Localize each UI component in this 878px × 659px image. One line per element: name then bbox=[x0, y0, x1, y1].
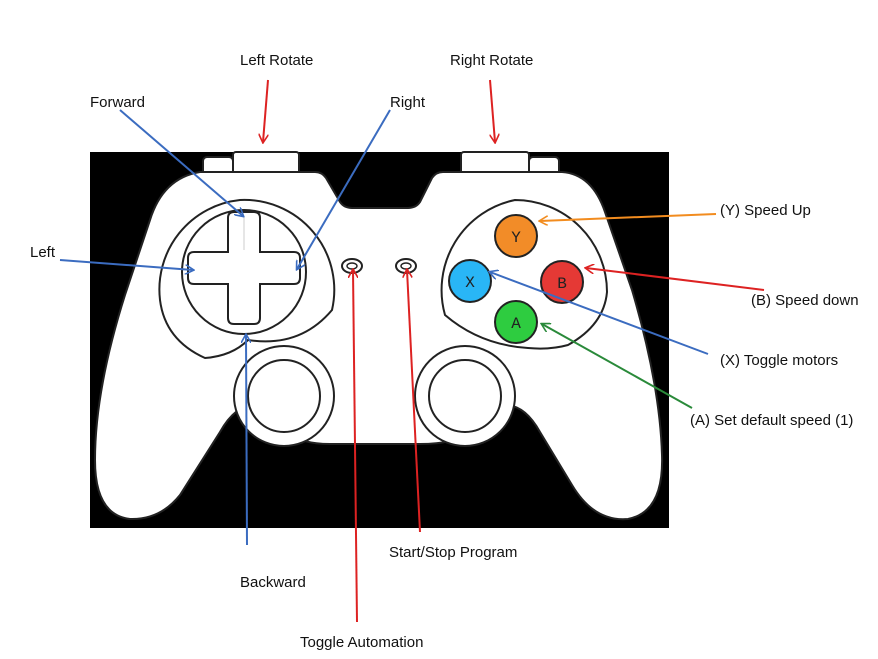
x-button[interactable]: X bbox=[448, 259, 492, 303]
arrow-start-stop bbox=[407, 270, 421, 533]
y-button-letter: Y bbox=[511, 229, 521, 247]
arrow-backward bbox=[246, 335, 247, 546]
label-start-stop: Start/Stop Program bbox=[389, 544, 518, 561]
a-button[interactable]: A bbox=[494, 300, 538, 344]
label-right: Right bbox=[390, 94, 426, 111]
left-analog-stick[interactable] bbox=[233, 345, 335, 447]
b-button[interactable]: B bbox=[540, 260, 584, 304]
label-toggle-automation: Toggle Automation bbox=[300, 634, 424, 651]
a-button-letter: A bbox=[511, 315, 521, 333]
label-right-rotate: Right Rotate bbox=[450, 52, 534, 69]
label-left-rotate: Left Rotate bbox=[240, 52, 314, 69]
y-button[interactable]: Y bbox=[494, 214, 538, 258]
arrow-toggle-automation bbox=[353, 270, 357, 623]
arrow-right bbox=[297, 109, 391, 269]
label-speed-down: (B) Speed down bbox=[751, 292, 859, 309]
arrow-left bbox=[59, 259, 193, 270]
arrow-speed-down bbox=[586, 268, 765, 291]
label-speed-up: (Y) Speed Up bbox=[720, 202, 811, 219]
start-button[interactable] bbox=[395, 258, 417, 274]
label-left: Left bbox=[30, 244, 56, 261]
b-button-letter: B bbox=[557, 275, 567, 293]
arrow-default-speed bbox=[542, 324, 693, 409]
back-button[interactable] bbox=[341, 258, 363, 274]
label-backward: Backward bbox=[240, 574, 306, 591]
arrow-right-rotate bbox=[489, 79, 495, 142]
label-default-speed: (A) Set default speed (1) bbox=[690, 412, 854, 429]
right-grip-outline bbox=[440, 198, 609, 350]
arrow-left-rotate bbox=[263, 79, 269, 142]
right-analog-stick[interactable] bbox=[414, 345, 516, 447]
label-forward: Forward bbox=[90, 94, 146, 111]
arrow-toggle-motors bbox=[490, 272, 709, 355]
x-button-letter: X bbox=[465, 274, 475, 292]
dpad[interactable] bbox=[187, 211, 301, 325]
arrow-forward bbox=[119, 109, 243, 216]
label-toggle-motors: (X) Toggle motors bbox=[720, 352, 839, 369]
arrow-speed-up bbox=[540, 213, 717, 221]
